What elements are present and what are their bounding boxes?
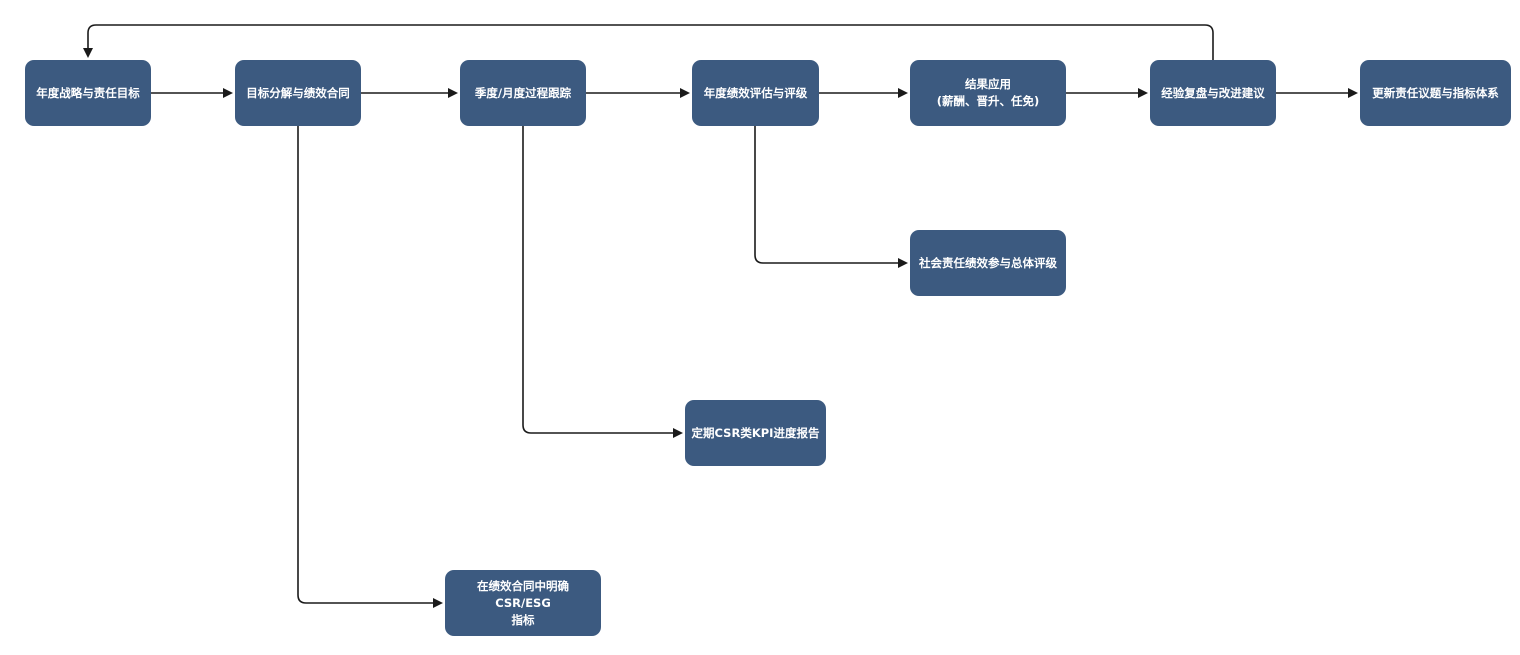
- node-process-tracking[interactable]: 季度/月度过程跟踪: [460, 60, 586, 126]
- arrowhead: [433, 598, 443, 608]
- arrowhead: [83, 48, 93, 58]
- arrowhead: [1348, 88, 1358, 98]
- node-annual-evaluation[interactable]: 年度绩效评估与评级: [692, 60, 819, 126]
- node-goal-decomposition[interactable]: 目标分解与绩效合同: [235, 60, 361, 126]
- node-label: 更新责任议题与指标体系: [1372, 85, 1499, 100]
- edge-n6-n1-loop: [87, 24, 1214, 60]
- node-update-indicators[interactable]: 更新责任议题与指标体系: [1360, 60, 1511, 126]
- node-annual-strategy[interactable]: 年度战略与责任目标: [25, 60, 151, 126]
- node-label: 定期CSR类KPI进度报告: [691, 425, 820, 440]
- edge-n3-b2: [522, 126, 674, 434]
- node-review-improvement[interactable]: 经验复盘与改进建议: [1150, 60, 1276, 126]
- arrowhead: [898, 258, 908, 268]
- node-csr-kpi-report[interactable]: 定期CSR类KPI进度报告: [685, 400, 826, 466]
- arrowhead: [448, 88, 458, 98]
- edge-n2-b3: [297, 126, 434, 604]
- node-label: 年度战略与责任目标: [36, 85, 140, 100]
- arrowhead: [1138, 88, 1148, 98]
- node-label: 社会责任绩效参与总体评级: [919, 255, 1057, 270]
- arrowhead: [680, 88, 690, 98]
- edge-n4-b1: [754, 126, 899, 264]
- node-label: 目标分解与绩效合同: [246, 85, 350, 100]
- node-label: 年度绩效评估与评级: [703, 85, 808, 100]
- arrowhead: [673, 428, 683, 438]
- node-label: 在绩效合同中明确CSR/ESG 指标: [477, 578, 569, 627]
- node-result-application[interactable]: 结果应用 (薪酬、晋升、任免): [910, 60, 1066, 126]
- node-label: 结果应用 (薪酬、晋升、任免): [936, 77, 1040, 108]
- arrowhead: [223, 88, 233, 98]
- node-csr-esg-contract[interactable]: 在绩效合同中明确CSR/ESG 指标: [445, 570, 601, 636]
- node-label: 经验复盘与改进建议: [1161, 85, 1265, 100]
- node-label: 季度/月度过程跟踪: [474, 85, 572, 100]
- node-csr-rating[interactable]: 社会责任绩效参与总体评级: [910, 230, 1066, 296]
- arrowhead: [898, 88, 908, 98]
